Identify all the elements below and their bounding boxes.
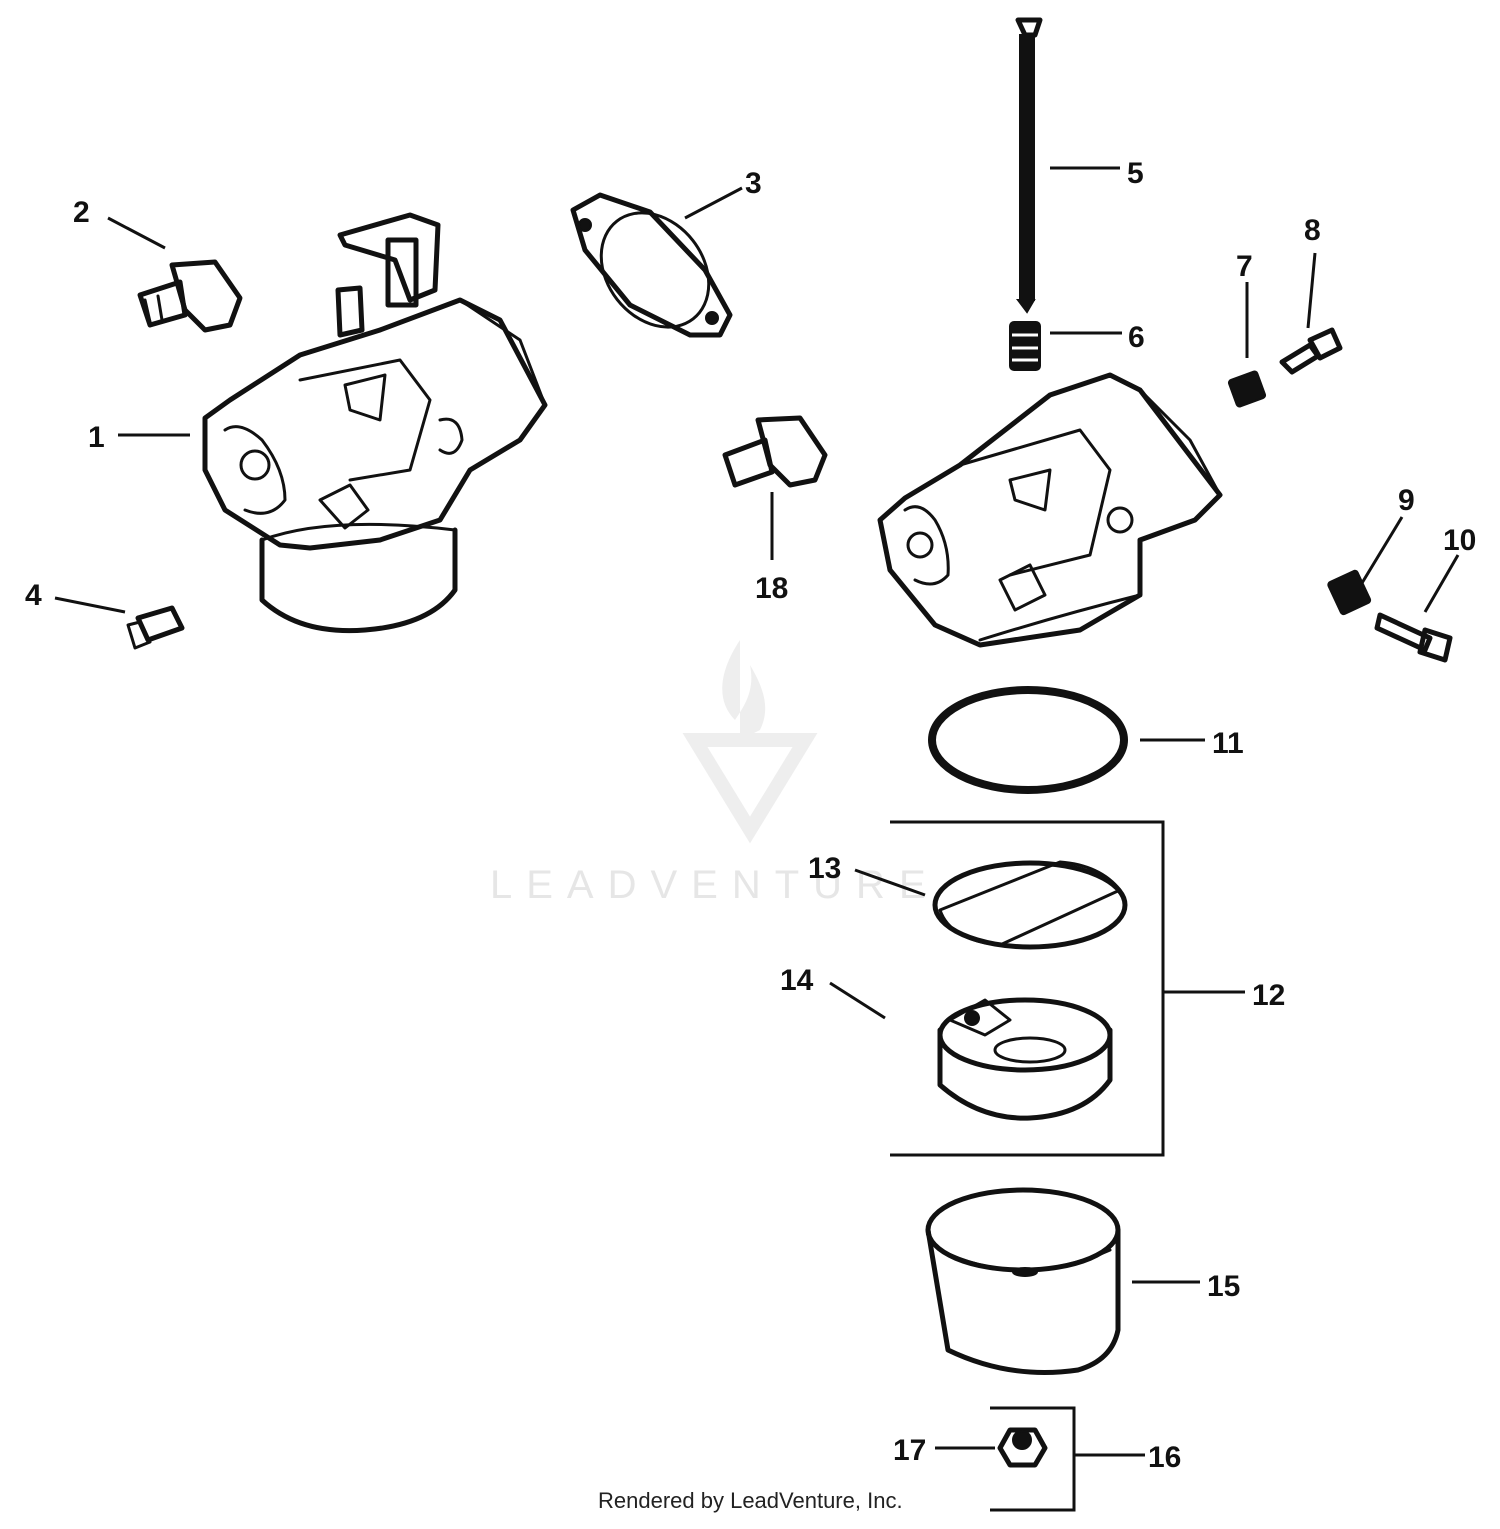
callout-5: 5 [1127, 157, 1144, 190]
spring-7 [1227, 370, 1267, 408]
o-ring-11 [928, 686, 1128, 794]
callout-15: 15 [1207, 1270, 1240, 1303]
callout-3: 3 [745, 167, 762, 200]
float-14 [937, 997, 1113, 1121]
leader-lines [54, 166, 1460, 1457]
bowl-15 [925, 1187, 1121, 1375]
kit-bracket-12 [890, 820, 1165, 1157]
credit-text: Rendered by LeadVenture, Inc. [598, 1488, 903, 1513]
callout-8: 8 [1304, 214, 1321, 247]
callout-11: 11 [1212, 727, 1244, 760]
carburetor-assembly-left [202, 212, 548, 634]
carburetor-body-right [877, 372, 1223, 648]
elbow-fitting-18 [722, 415, 828, 488]
callout-13: 13 [808, 852, 841, 885]
kit-bracket-16 [990, 1406, 1076, 1512]
callout-6: 6 [1128, 321, 1145, 354]
callout-4: 4 [25, 579, 42, 612]
watermark-text: LEADVENTURE [490, 863, 940, 907]
callout-9: 9 [1398, 484, 1415, 517]
gasket-3 [570, 192, 733, 338]
screw-4 [126, 605, 185, 650]
callout-18: 18 [755, 572, 788, 605]
screw-8 [1279, 327, 1343, 375]
callout-10: 10 [1443, 524, 1476, 557]
spring-9 [1327, 569, 1372, 616]
callout-7: 7 [1236, 250, 1253, 283]
callout-12: 12 [1252, 979, 1285, 1012]
callout-17: 17 [893, 1434, 926, 1467]
screw-10 [1374, 612, 1453, 663]
seal-13 [932, 860, 1128, 950]
elbow-fitting-2 [137, 259, 243, 333]
callout-14: 14 [780, 964, 814, 997]
spring-6 [1009, 321, 1041, 371]
callout-16: 16 [1148, 1441, 1181, 1474]
drain-screw-17 [997, 1427, 1048, 1468]
watermark-logo [682, 640, 818, 844]
callout-1: 1 [88, 421, 105, 454]
shaft-5 [1015, 17, 1043, 314]
callout-numbers: 1 2 3 4 5 6 7 8 9 10 11 12 13 14 15 16 1… [25, 157, 1476, 1474]
callout-2: 2 [73, 196, 90, 229]
